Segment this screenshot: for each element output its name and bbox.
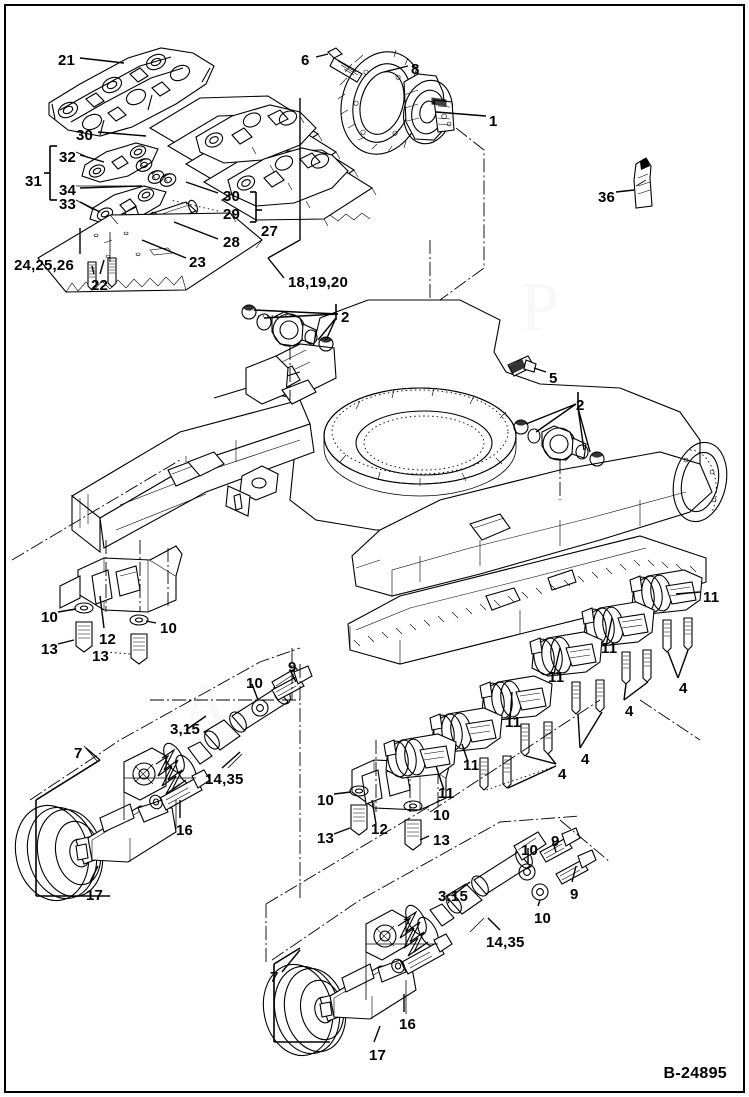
callout-track-roller-1: 11 xyxy=(703,589,720,606)
callout-grease-gun-tip: 36 xyxy=(598,189,616,206)
callout-roller-bolt-3: 4 xyxy=(581,751,590,768)
callout-pin-23: 23 xyxy=(189,254,207,271)
callout-master-link-34: 34 xyxy=(59,182,77,199)
callout-carrier-roller-left: 2 xyxy=(341,309,350,326)
washers-bolts-mid xyxy=(349,785,423,851)
callout-bushing: 29 xyxy=(223,206,241,223)
callout-roller-bolt-1: 4 xyxy=(679,680,688,697)
callout-track-roller-5: 11 xyxy=(463,757,480,774)
track-rollers xyxy=(383,569,703,791)
callout-washer-lower-a: 10 xyxy=(521,842,539,859)
callout-track-shoe-plate: 24,25,26 xyxy=(14,257,74,274)
callout-track-pad-lower: 30 xyxy=(223,188,241,205)
callout-washer-mid-a: 10 xyxy=(317,792,335,809)
callout-track-roller-3: 11 xyxy=(548,669,565,686)
callout-plug-5: 5 xyxy=(549,370,558,387)
undercarriage-frame xyxy=(59,299,728,812)
washers-bolts-left xyxy=(74,602,149,665)
callout-idler-bolt-upper: 9 xyxy=(288,659,297,676)
track-chain-link-assembly xyxy=(48,47,215,137)
callout-pin-28: 28 xyxy=(223,234,241,251)
callout-track-chain-link: 21 xyxy=(58,52,76,69)
callout-idler-shaft-lower: 3,15 xyxy=(438,888,468,905)
callout-bracket-mid: 12 xyxy=(371,821,389,838)
callout-carrier-roller-right: 2 xyxy=(576,397,585,414)
callout-track-roller-2: 11 xyxy=(601,640,618,657)
section-boundaries xyxy=(11,459,701,900)
callout-bracket-left: 12 xyxy=(99,631,117,648)
callout-master-link-33: 33 xyxy=(59,196,77,213)
callout-complete-track: 18,19,20 xyxy=(288,274,348,291)
callout-idler-wheel-upper: 17 xyxy=(86,887,104,904)
callout-shoe-bolt: 22 xyxy=(91,277,109,294)
callout-idler-bolt-lower-b: 9 xyxy=(570,886,579,903)
callout-track-roller-4: 11 xyxy=(505,714,522,731)
callout-track-roller-6: 11 xyxy=(438,785,455,802)
callout-sprocket-bolt: 6 xyxy=(301,52,310,69)
callout-seal-kit-upper: 14,35 xyxy=(205,771,244,788)
callout-idler-wheel-lower: 17 xyxy=(369,1047,387,1064)
callout-idler-shaft-upper: 3,15 xyxy=(170,721,200,738)
callout-bolt-left-b: 13 xyxy=(92,648,110,665)
complete-track-assembly xyxy=(148,95,377,227)
callout-washer-left-a: 10 xyxy=(41,609,59,626)
callout-washer-left-b: 10 xyxy=(160,620,178,637)
callout-bolt-mid-a: 13 xyxy=(317,830,335,847)
callout-sprocket: 8 xyxy=(411,61,420,78)
callout-track-pad-upper: 30 xyxy=(76,127,94,144)
drawing-number: B-24895 xyxy=(663,1065,727,1082)
callout-idler-washer-upper: 10 xyxy=(246,675,264,692)
callout-roller-bolt-2: 4 xyxy=(625,703,634,720)
final-drive-and-sprocket xyxy=(327,47,485,421)
callout-idler-assembly-lower: 7 xyxy=(270,969,279,986)
callout-idler-bolt-lower-a: 9 xyxy=(551,833,560,850)
callout-tension-cylinder-upper: 16 xyxy=(176,822,194,839)
callout-master-link-32: 32 xyxy=(59,149,77,166)
idler-assembly-lower xyxy=(262,799,611,1057)
callout-bolt-mid-b: 13 xyxy=(433,832,451,849)
callout-tension-cylinder-lower: 16 xyxy=(399,1016,417,1033)
callout-link-kit-27: 27 xyxy=(261,223,279,240)
callout-bolt-left-a: 13 xyxy=(41,641,59,658)
plug-5 xyxy=(507,355,537,377)
track-shoe-plate xyxy=(37,212,263,293)
callout-roller-bolt-4: 4 xyxy=(558,766,567,783)
callout-final-drive-motor: 1 xyxy=(489,113,498,130)
carrier-roller-left xyxy=(241,304,334,400)
svg-text:P: P xyxy=(520,269,559,346)
callout-washer-mid-b: 10 xyxy=(433,807,451,824)
grease-tip-36 xyxy=(633,157,653,209)
callout-idler-assembly-upper: 7 xyxy=(74,745,83,762)
callout-seal-kit-lower: 14,35 xyxy=(486,934,525,951)
callout-washer-lower-b: 10 xyxy=(534,910,552,927)
leader-lines xyxy=(57,53,701,1043)
idler-assembly-upper xyxy=(14,647,313,902)
callout-master-link-kit: 31 xyxy=(25,173,43,190)
